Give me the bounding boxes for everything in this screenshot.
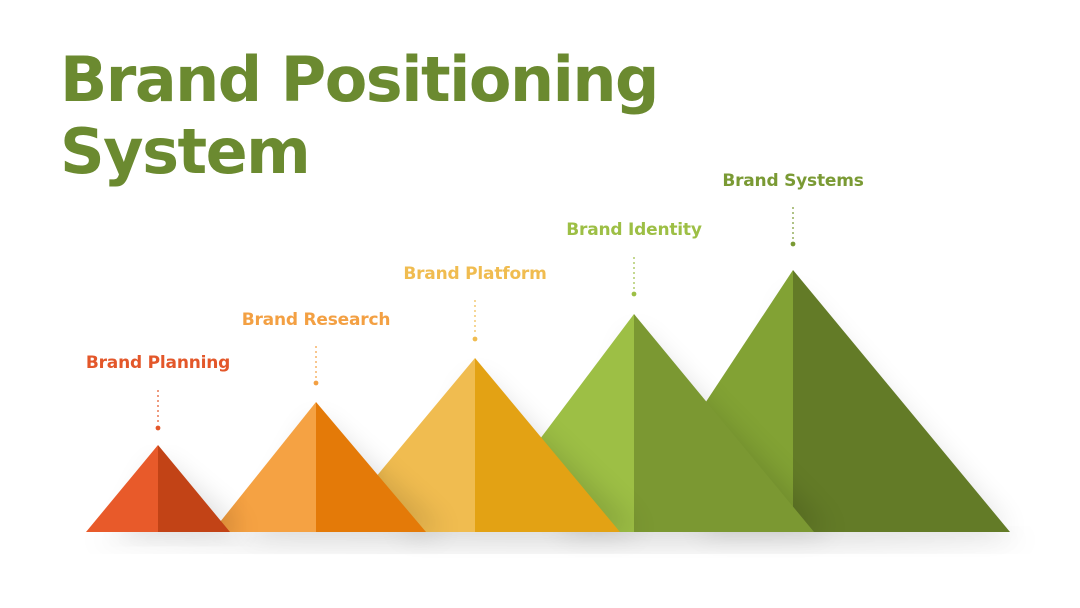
leader-dot: [790, 241, 796, 247]
label-brand-research: Brand Research: [241, 310, 391, 330]
leader-identity: [631, 257, 637, 297]
leader-planning: [155, 390, 161, 431]
leader-systems: [790, 207, 796, 247]
leader-platform: [472, 300, 478, 342]
leader-dot: [155, 425, 161, 431]
leader-dot: [313, 380, 319, 386]
ground-shadow: [90, 530, 1030, 550]
leader-research: [313, 346, 319, 386]
pyramid-right-face: [634, 314, 814, 532]
title-line-1: Brand Positioning: [60, 43, 659, 116]
pyramid-right-face: [316, 402, 426, 532]
pyramid-right-face: [793, 270, 1010, 532]
label-brand-systems: Brand Systems: [722, 171, 864, 191]
leader-dot: [472, 336, 478, 342]
pyramid-brand-planning: [86, 445, 245, 532]
title-line-2: System: [60, 115, 311, 188]
label-brand-identity: Brand Identity: [566, 220, 702, 240]
pyramid-brand-research: [212, 402, 445, 532]
label-brand-planning: Brand Planning: [85, 353, 231, 373]
page-title: Brand Positioning System: [60, 43, 659, 188]
pyramid-brand-identity: [470, 314, 830, 532]
pyramid-left-face: [212, 402, 316, 532]
pyramid-right-face: [475, 358, 620, 532]
pyramid-left-face: [86, 445, 158, 532]
label-brand-platform: Brand Platform: [403, 264, 547, 284]
leader-dot: [631, 291, 637, 297]
pyramid-right-face: [158, 445, 230, 532]
